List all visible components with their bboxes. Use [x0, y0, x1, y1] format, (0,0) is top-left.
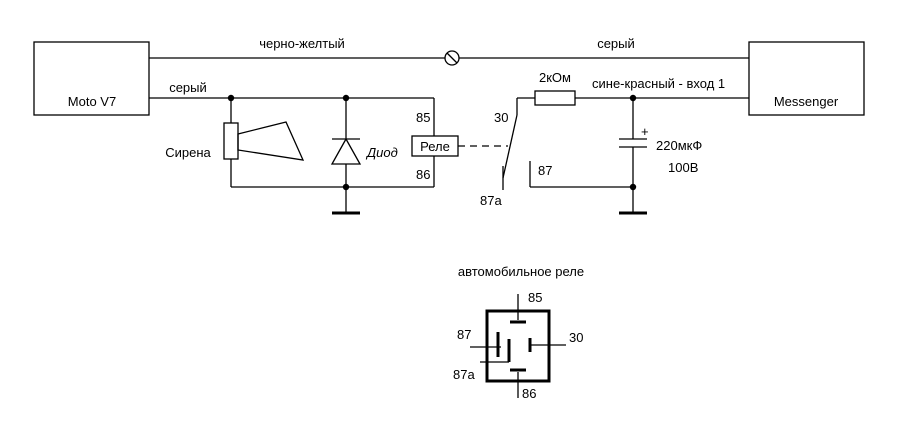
capacitor-voltage: 100В [668, 160, 698, 175]
messenger-label: Messenger [774, 94, 839, 109]
wire-connector-icon [444, 50, 460, 66]
pin-87a-label: 87а [480, 193, 502, 208]
legend-pin-85: 85 [528, 290, 542, 305]
capacitor-value: 220мкФ [656, 138, 702, 153]
siren-label: Сирена [165, 145, 211, 160]
siren-horn-icon [237, 121, 305, 161]
relay-coil: Реле 85 86 [411, 98, 508, 187]
resistor-icon [534, 90, 576, 106]
wire-label-black-yellow: черно-желтый [259, 36, 345, 51]
siren: Сирена [165, 98, 305, 187]
top-wire: черно-желтый серый [149, 36, 749, 66]
diode-symbol-icon [330, 137, 362, 165]
relay-pinout-legend: автомобильное реле 85 86 30 87 87а [453, 264, 584, 401]
legend-pin-87: 87 [457, 327, 471, 342]
legend-pin-30: 30 [569, 330, 583, 345]
grey-wire-left: серый [149, 80, 434, 102]
input-wire: 2кОм сине-красный - вход 1 [517, 70, 749, 106]
messenger-box: Messenger [748, 41, 865, 116]
moto-v7-label: Moto V7 [68, 94, 116, 109]
resistor-label: 2кОм [539, 70, 571, 85]
relay-switch: 30 87 87а [480, 98, 552, 208]
wire-label-grey-right: серый [597, 36, 635, 51]
wire-label-blue-red: сине-красный - вход 1 [592, 76, 725, 91]
pin-85-label: 85 [416, 110, 430, 125]
diode: Диод [330, 98, 398, 213]
capacitor-polarity: + [641, 124, 649, 139]
coil-return-wire [231, 183, 434, 215]
relay-label: Реле [420, 139, 450, 154]
diode-label: Диод [365, 145, 398, 160]
pin-86-label: 86 [416, 167, 430, 182]
moto-v7-box: Moto V7 [33, 41, 150, 116]
relay-legend-title: автомобильное реле [458, 264, 584, 279]
pin-30-label: 30 [494, 110, 508, 125]
legend-pin-86: 86 [522, 386, 536, 401]
capacitor: + 220мкФ 100В [530, 98, 702, 215]
legend-pin-87a: 87а [453, 367, 475, 382]
pin-87-label: 87 [538, 163, 552, 178]
wire-label-grey-left: серый [169, 80, 207, 95]
